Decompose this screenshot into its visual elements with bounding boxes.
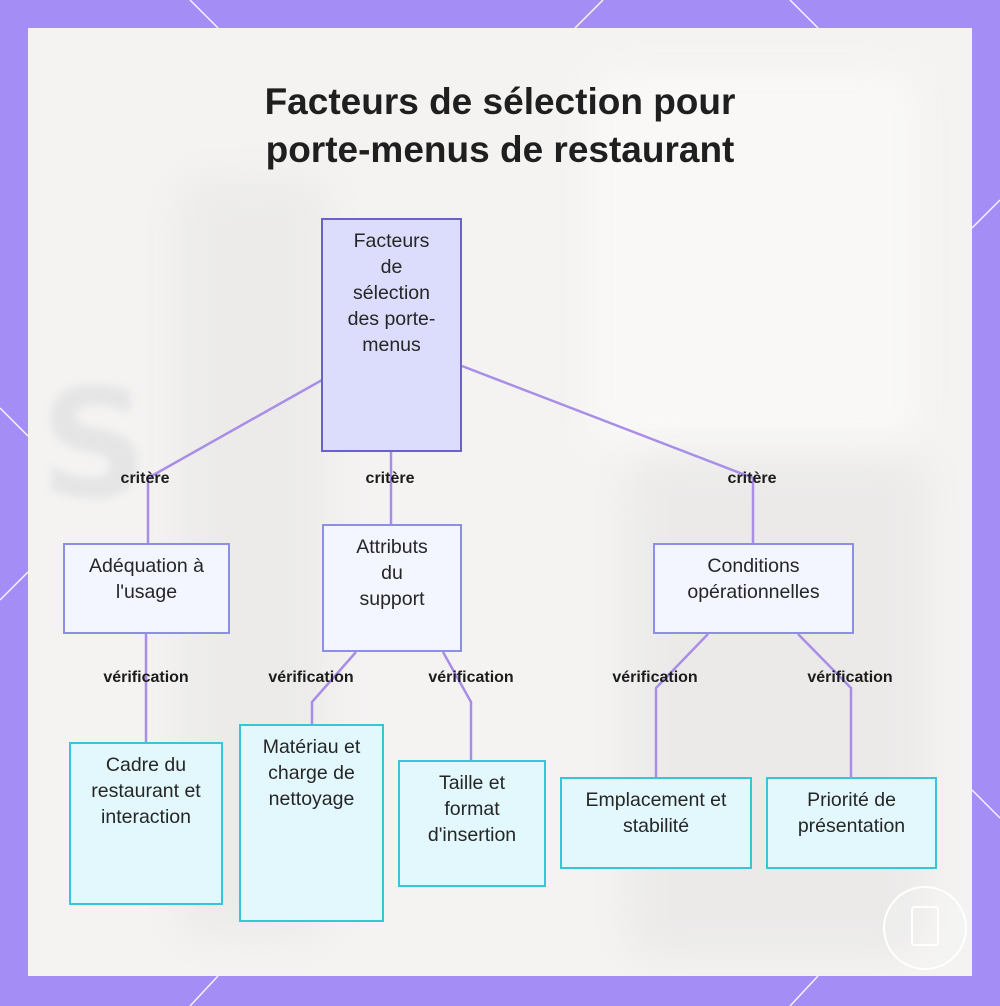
node-taille-label: Taille et format d'insertion — [427, 772, 517, 846]
node-cadre-label: Cadre du restaurant et interaction — [91, 754, 201, 828]
node-emplacement-label: Emplacement et stabilité — [585, 789, 727, 837]
node-root-label: Facteurs de sélection des porte-menus — [347, 230, 436, 356]
node-root: Facteurs de sélection des porte-menus — [321, 218, 462, 452]
edge-operations-priorite — [797, 633, 853, 777]
corner-badge — [883, 886, 967, 970]
edge-label-verification: vérification — [428, 669, 514, 686]
edge-support-taille — [441, 651, 473, 760]
background-blur — [588, 68, 918, 448]
edge-label-verification: vérification — [268, 669, 354, 686]
edge-label-verification: vérification — [807, 669, 893, 686]
background-blur — [628, 458, 928, 958]
node-support: Attributs du support — [322, 524, 462, 652]
edge-operations-emplacement — [654, 633, 709, 777]
node-taille: Taille et format d'insertion — [398, 760, 546, 887]
edge-label-verification: vérification — [103, 669, 189, 686]
edge-root-usage — [146, 378, 323, 543]
node-support-label: Attributs du support — [356, 536, 428, 610]
title-line-1: Facteurs de sélection pour — [264, 81, 736, 122]
background-letter: S — [40, 358, 149, 532]
tablet-icon — [911, 906, 939, 946]
node-materiau-label: Matériau et charge de nettoyage — [262, 736, 361, 810]
node-operations: Conditions opérationnelles — [653, 543, 854, 634]
node-operations-label: Conditions opérationnelles — [687, 555, 820, 603]
node-materiau: Matériau et charge de nettoyage — [239, 724, 384, 922]
edge-label-verification: vérification — [612, 669, 698, 686]
node-usage-label: Adéquation à l'usage — [89, 555, 204, 603]
edge-label-critere: critère — [365, 470, 415, 487]
node-usage: Adéquation à l'usage — [63, 543, 230, 634]
node-priorite: Priorité de présentation — [766, 777, 937, 869]
edge-label-critere: critère — [120, 470, 170, 487]
node-emplacement: Emplacement et stabilité — [560, 777, 752, 869]
diagram-title: Facteurs de sélection pour porte-menus d… — [0, 78, 1000, 174]
title-line-2: porte-menus de restaurant — [265, 129, 735, 170]
node-cadre: Cadre du restaurant et interaction — [69, 742, 223, 905]
edge-label-critere: critère — [727, 470, 777, 487]
node-priorite-label: Priorité de présentation — [797, 789, 906, 837]
edge-support-materiau — [310, 651, 357, 724]
edge-root-operations — [461, 364, 755, 543]
